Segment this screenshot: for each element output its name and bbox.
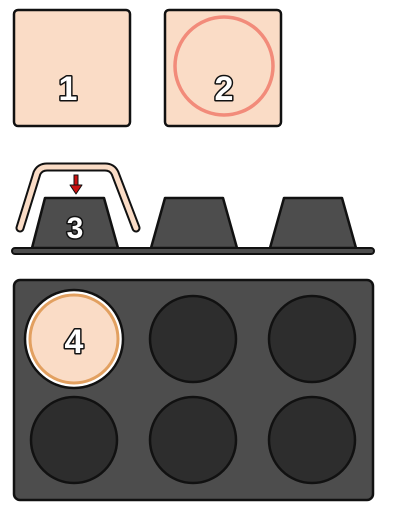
step-3-label: 3: [67, 212, 84, 245]
down-arrow-icon: [69, 174, 83, 195]
step-3-press-into-pan: 3: [11, 162, 375, 255]
crust-cup: [23, 288, 125, 390]
step-2-cut-circle: 2: [163, 8, 283, 128]
dough-square-1: [12, 8, 132, 128]
pan-cup-6: [267, 395, 357, 485]
step-4-top-view-pan: 4: [12, 278, 375, 502]
cutter-circle: [173, 15, 275, 117]
step-4-label: 4: [65, 323, 84, 361]
pan-cup-3: [267, 294, 357, 384]
step-1-dough-square: 1: [12, 8, 132, 128]
step-1-label: 1: [59, 70, 78, 108]
press-tool-inner: [17, 164, 139, 231]
pan-rim: [11, 247, 375, 255]
pan-cup-5: [148, 395, 238, 485]
pan-cup-4: [29, 395, 119, 485]
dough-square-2: [163, 8, 283, 128]
step-2-label: 2: [215, 70, 234, 108]
pan-cavity-2: [149, 196, 239, 250]
pan-cup-2: [148, 294, 238, 384]
pan-cavity-3: [268, 196, 358, 250]
